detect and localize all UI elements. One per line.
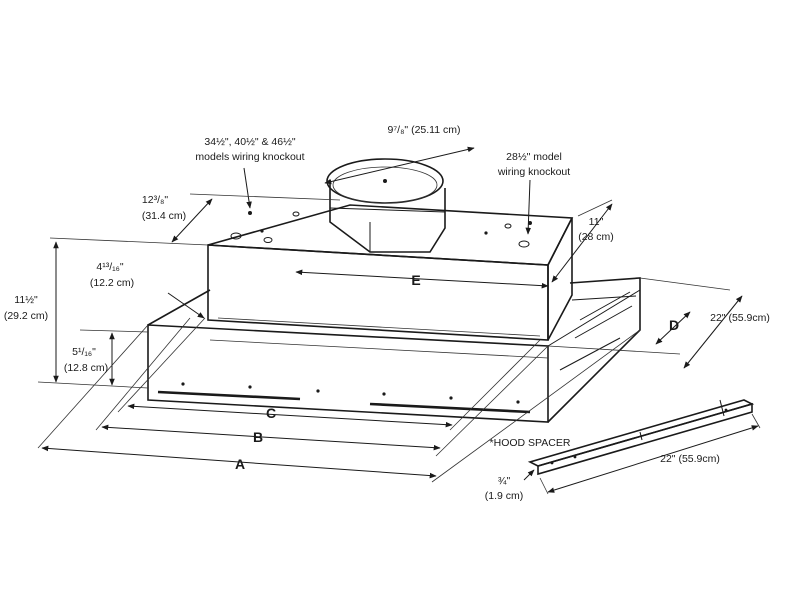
dim-e	[295, 269, 549, 289]
letter-e: E	[411, 272, 420, 288]
ext-spacer-left	[539, 477, 549, 495]
dim-spacer-length	[547, 425, 759, 493]
spacer-top	[527, 399, 755, 467]
screw-2	[248, 385, 252, 389]
label-height-cm: (29.2 cm)	[4, 310, 48, 322]
label-depth-top-cm: (31.4 cm)	[142, 210, 186, 222]
box-top-face	[207, 204, 574, 266]
top-bolt-1	[248, 211, 252, 215]
top-bolt-3	[484, 231, 488, 235]
label-spacer-length: 22" (55.9cm)	[660, 453, 720, 465]
ext-a-left	[37, 324, 149, 449]
box-bottom-seam	[217, 317, 541, 337]
label-wiring-multi-1: 34½", 40½" & 46½"	[204, 136, 295, 148]
letter-a: A	[235, 456, 245, 472]
screw-1	[181, 382, 185, 386]
letter-c: C	[266, 405, 276, 421]
ext-depth-top	[189, 193, 341, 201]
ext-spacer-right	[751, 413, 761, 429]
label-depth-22: 22" (55.9cm)	[710, 312, 770, 324]
screw-3	[316, 389, 320, 393]
liner-side-slot-1	[579, 291, 631, 321]
box-side-face	[547, 217, 573, 341]
dim-a	[41, 445, 437, 479]
liner-front-face	[147, 324, 549, 423]
liner-side-slot-2	[574, 305, 633, 339]
label-left-413-cm: (12.2 cm)	[90, 277, 134, 289]
top-bolt-4	[528, 221, 532, 225]
leader-wiring-multi	[243, 167, 252, 209]
ext-b-left	[95, 317, 191, 431]
label-wiring-single-1: 28½" model	[506, 151, 562, 163]
dim-c	[127, 403, 453, 428]
knockout-left-2	[263, 237, 273, 243]
dim-depth-top	[171, 198, 213, 243]
label-wiring-multi-2: models wiring knockout	[195, 151, 304, 163]
ext-lower-top	[79, 329, 149, 333]
box-front-face	[207, 244, 549, 341]
dim-depth-22	[683, 295, 743, 369]
duct-damper	[332, 166, 438, 204]
label-lower-cm: (12.8 cm)	[64, 362, 108, 374]
liner-front-groove	[209, 339, 549, 359]
label-depth-top-in: 12³/₈"	[142, 194, 168, 206]
ext-22-top	[639, 277, 731, 291]
dim-b	[101, 424, 441, 451]
knockout-right-1	[518, 240, 530, 248]
leader-wiring-single	[525, 179, 532, 235]
liner-filter-slot-right	[369, 402, 531, 414]
knockout-left-3	[292, 211, 300, 217]
dim-right-11	[551, 203, 613, 283]
dimension-lines	[37, 146, 743, 483]
liner-right-top-edge	[547, 289, 641, 347]
label-right-11-in: 11"	[589, 216, 604, 228]
dim-spacer-thickness	[523, 469, 535, 481]
label-duct-diameter: 9⁷/₈" (25.11 cm)	[388, 124, 461, 136]
screw-5	[449, 396, 453, 400]
liner-right-side	[547, 277, 641, 423]
hood-body	[147, 158, 641, 423]
label-wiring-single-2: wiring knockout	[497, 166, 570, 178]
label-right-11-cm: (28 cm)	[578, 231, 614, 243]
letter-d: D	[669, 317, 679, 333]
dim-duct-diameter	[324, 146, 475, 185]
ext-a-right	[431, 329, 641, 483]
spacer-hole-3	[724, 408, 728, 412]
screw-6	[516, 400, 520, 404]
label-spacer-thick-cm: (1.9 cm)	[485, 490, 524, 502]
screw-4	[382, 392, 386, 396]
hood-spacer	[523, 399, 761, 495]
knockout-right-2	[504, 223, 512, 229]
label-lower-in: 5¹/₁₆"	[72, 346, 96, 358]
ext-right-11	[577, 199, 613, 217]
duct-center	[383, 179, 387, 183]
label-spacer-title: *HOOD SPACER	[490, 437, 571, 449]
ext-height-bottom	[37, 381, 149, 389]
dimension-labels: 34½", 40½" & 46½" models wiring knockout…	[4, 124, 770, 502]
spacer-hole-1	[550, 461, 554, 465]
duct-body	[329, 180, 446, 253]
duct-collar	[326, 158, 446, 253]
label-spacer-thick-in: ¾"	[498, 475, 511, 487]
ext-c-right	[449, 339, 541, 431]
label-left-413-in: 4¹³/₁₆"	[96, 261, 124, 273]
liner-back-rim	[571, 295, 637, 301]
liner-left-edge	[147, 289, 211, 326]
liner-side-slot-3	[559, 337, 621, 371]
ext-b-right	[435, 345, 549, 457]
letter-b: B	[253, 429, 263, 445]
knockout-left-1	[230, 232, 242, 240]
leader-left-413	[167, 292, 205, 319]
ext-d	[547, 345, 681, 355]
spacer-tab-1	[719, 399, 725, 417]
liner-filter-slot-left	[157, 390, 301, 401]
top-bolt-2	[260, 229, 264, 233]
duct-band	[329, 207, 446, 213]
spacer-hole-2	[573, 455, 577, 459]
ext-height-top	[49, 237, 209, 246]
ext-c-left	[117, 317, 206, 413]
label-height-in: 11½"	[14, 294, 38, 306]
